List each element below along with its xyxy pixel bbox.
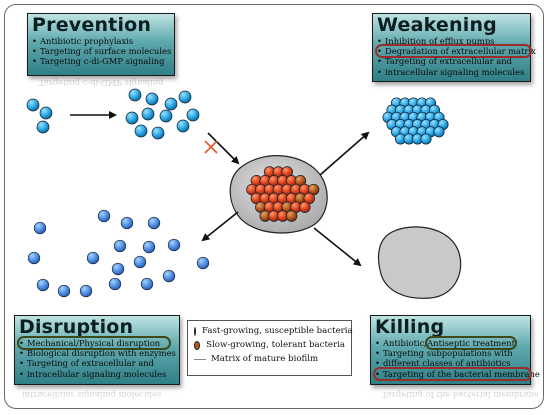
disruption-title: Disruption [19,316,134,338]
weakening-item: Inhibition of efflux pumps [377,36,530,46]
dispersed-bacterium [140,277,154,291]
legend-row-matrix: Matrix of mature biofilm [194,352,345,366]
dispersed-bacterium [33,221,47,235]
fast-bacterium [128,88,142,102]
killing-title: Killing [375,316,445,338]
fast-bacterium [36,120,50,134]
killing-item-antibiotic: Antibiotic/Antiseptic treatment [375,336,530,350]
matrix-line-swatch [194,358,206,360]
prevention-list: Antibiotic prophylaxis Targeting of surf… [28,36,174,67]
weakening-list: Inhibition of efflux pumps Degradation o… [373,36,536,77]
disruption-item: Targeting of extracellular and [19,358,179,368]
dispersed-bacterium [97,209,111,223]
disruption-item-highlighted: Mechanical/Physical disruption [17,335,171,351]
fast-bacterium [26,98,40,112]
legend: Fast-growing, susceptible bacteria Slow-… [187,320,353,376]
dispersed-bacterium [133,255,147,269]
dispersed-bacterium [111,262,125,276]
disruption-arrow [201,211,239,242]
fast-bacterium [39,106,53,120]
fast-bacterium [141,107,155,121]
dispersed-bacterium [108,277,122,291]
legend-row-slow: Slow-growing, tolerant bacteria [194,338,345,352]
dispersed-bacterium [27,251,41,265]
prevention-item: Antibiotic prophylaxis [32,36,174,46]
dispersed-bacterium [86,251,100,265]
legend-slow-label: Slow-growing, tolerant bacteria [206,340,345,350]
dispersed-bacterium [162,269,176,283]
legend-row-fast: Fast-growing, susceptible bacteria [194,324,353,338]
dispersed-bacterium [120,216,134,230]
prevention-item: Targeting c-di-GMP signaling [32,56,174,66]
fast-bacterium [125,111,139,125]
killing-item-highlighted: Antiseptic treatment [425,336,517,350]
prevention-title: Prevention [32,14,152,36]
weakening-item: Targeting of extracellular and [377,56,530,66]
weakening-item-continued: intracellular signaling molecules [377,67,530,77]
disruption-list: Mechanical/Physical disruption Biologica… [15,335,179,379]
fast-bacterium [134,124,148,138]
killing-panel: Killing Antibiotic/Antiseptic treatment … [370,315,540,385]
weakening-item-highlighted: Degradation of extracellular matrix [375,44,536,59]
weakening-title: Weakening [377,14,497,36]
killing-list: Antibiotic/Antiseptic treatment Targetin… [371,336,540,381]
legend-matrix-label: Matrix of mature biofilm [211,354,319,364]
disruption-item: Biological disruption with enzymes [19,348,179,358]
killing-arrow [313,227,362,267]
slow-bacteria-swatch [194,340,201,350]
dispersed-bacterium [79,284,93,298]
weakening-bacteria-cluster [382,97,449,145]
fast-bacterium [145,92,159,106]
blocked-attachment-arrow [207,132,240,165]
fast-bacterium [151,126,165,140]
fast-bacterium [159,109,173,123]
fast-bacterium [164,97,178,111]
fast-bacteria-swatch [194,326,196,336]
dispersed-bacterium [196,256,210,270]
slow-bacterium [285,210,298,222]
disruption-item-continued: intracellular signaling molecules [19,369,179,379]
fast-bacterium [420,133,432,145]
biofilm-bacterium [299,201,311,213]
dispersed-bacterium [167,238,181,252]
biofilm-bacteria [246,166,320,222]
dispersed-bacterium [36,278,50,292]
fast-bacterium [186,108,200,122]
prevention-item: Targeting of surface molecules [32,46,174,56]
dispersed-bacterium [113,239,127,253]
killing-item-highlighted: Targeting of the bacterial membrane [373,366,540,381]
prevention-panel: Prevention Antibiotic prophylaxis Target… [27,13,175,76]
killed-biofilm-matrix [377,226,462,299]
weakening-panel: Weakening Inhibition of efflux pumps Deg… [372,13,536,82]
disruption-panel: Disruption Mechanical/Physical disruptio… [14,315,180,385]
dispersed-bacterium [142,240,156,254]
weakening-arrow [319,131,370,176]
legend-fast-label: Fast-growing, susceptible bacteria [202,326,353,336]
disruption-dispersed-bacteria [27,209,210,298]
prevention-bacteria [26,88,200,140]
block-x-icon [204,140,218,154]
killing-item-continued: different classes of antibiotics [375,358,530,368]
dispersed-bacterium [57,284,71,298]
fast-bacterium [433,126,445,138]
dispersed-bacterium [147,216,161,230]
killing-item-prefix: Antibiotic/ [383,338,428,348]
fast-bacterium [176,119,190,133]
fast-bacterium [178,90,192,104]
killing-item: Targeting subpopulations with [375,348,530,358]
